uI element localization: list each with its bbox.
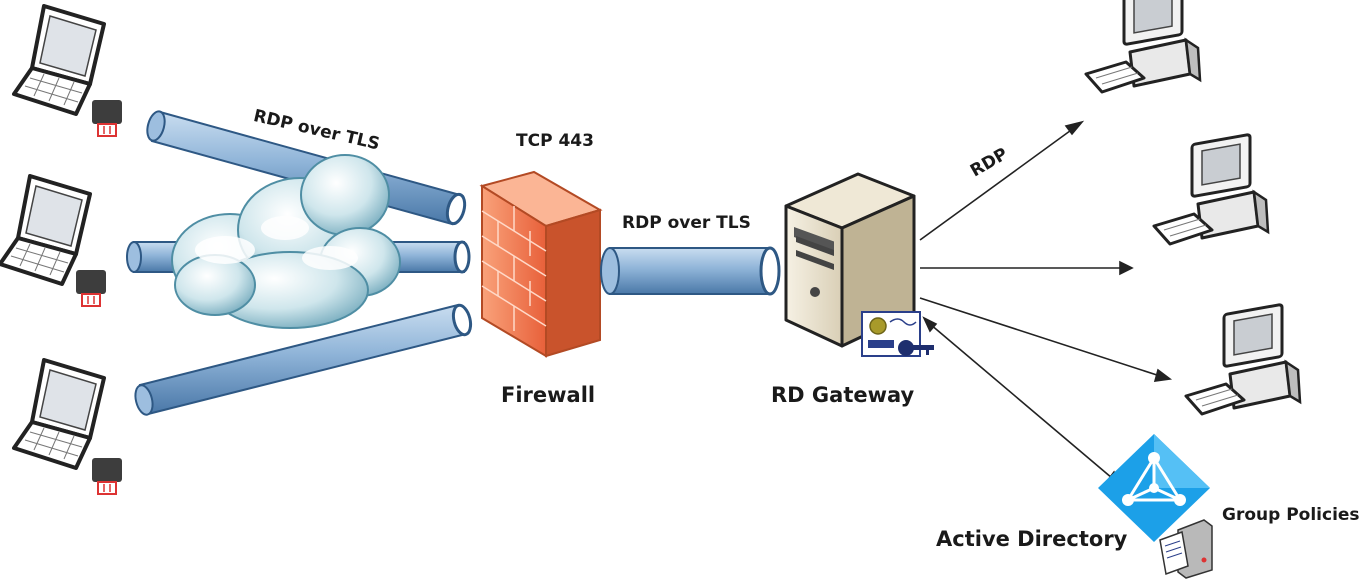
azure-active-directory-icon[interactable]: [1098, 434, 1210, 542]
active-directory-label: Active Directory: [936, 527, 1128, 551]
client-laptop-1[interactable]: [12, 4, 123, 137]
certificate-key-icon: [861, 311, 934, 357]
smart-card-reader-icon: [91, 99, 123, 137]
desktop-computer-icon[interactable]: [1152, 132, 1270, 246]
tunnel-bottom: [134, 303, 473, 416]
policy-server-icon: [1159, 519, 1213, 579]
smart-card-reader-icon: [91, 457, 123, 495]
tcp-port-label: TCP 443: [516, 131, 594, 151]
cloud-icon: [171, 154, 401, 329]
smart-card-reader-icon: [75, 269, 107, 307]
client-laptop-3[interactable]: [12, 358, 123, 495]
laptop-icon: [0, 174, 92, 286]
firewall-label: Firewall: [501, 383, 596, 407]
laptop-icon: [12, 358, 106, 470]
rdp-connection-arrows: [919, 120, 1173, 486]
firewall-icon[interactable]: [479, 170, 603, 358]
gateway-tunnel: [600, 246, 781, 296]
desktop-computer-icon[interactable]: [1184, 302, 1302, 416]
laptop-icon: [12, 4, 106, 116]
group-policies-label: Group Policies: [1222, 505, 1360, 525]
rdp-over-tls-gateway-label: RDP over TLS: [622, 213, 751, 233]
desktop-computer-icon[interactable]: [1084, 0, 1202, 94]
client-laptop-2[interactable]: [0, 174, 107, 307]
rd-gateway-label: RD Gateway: [771, 383, 915, 407]
